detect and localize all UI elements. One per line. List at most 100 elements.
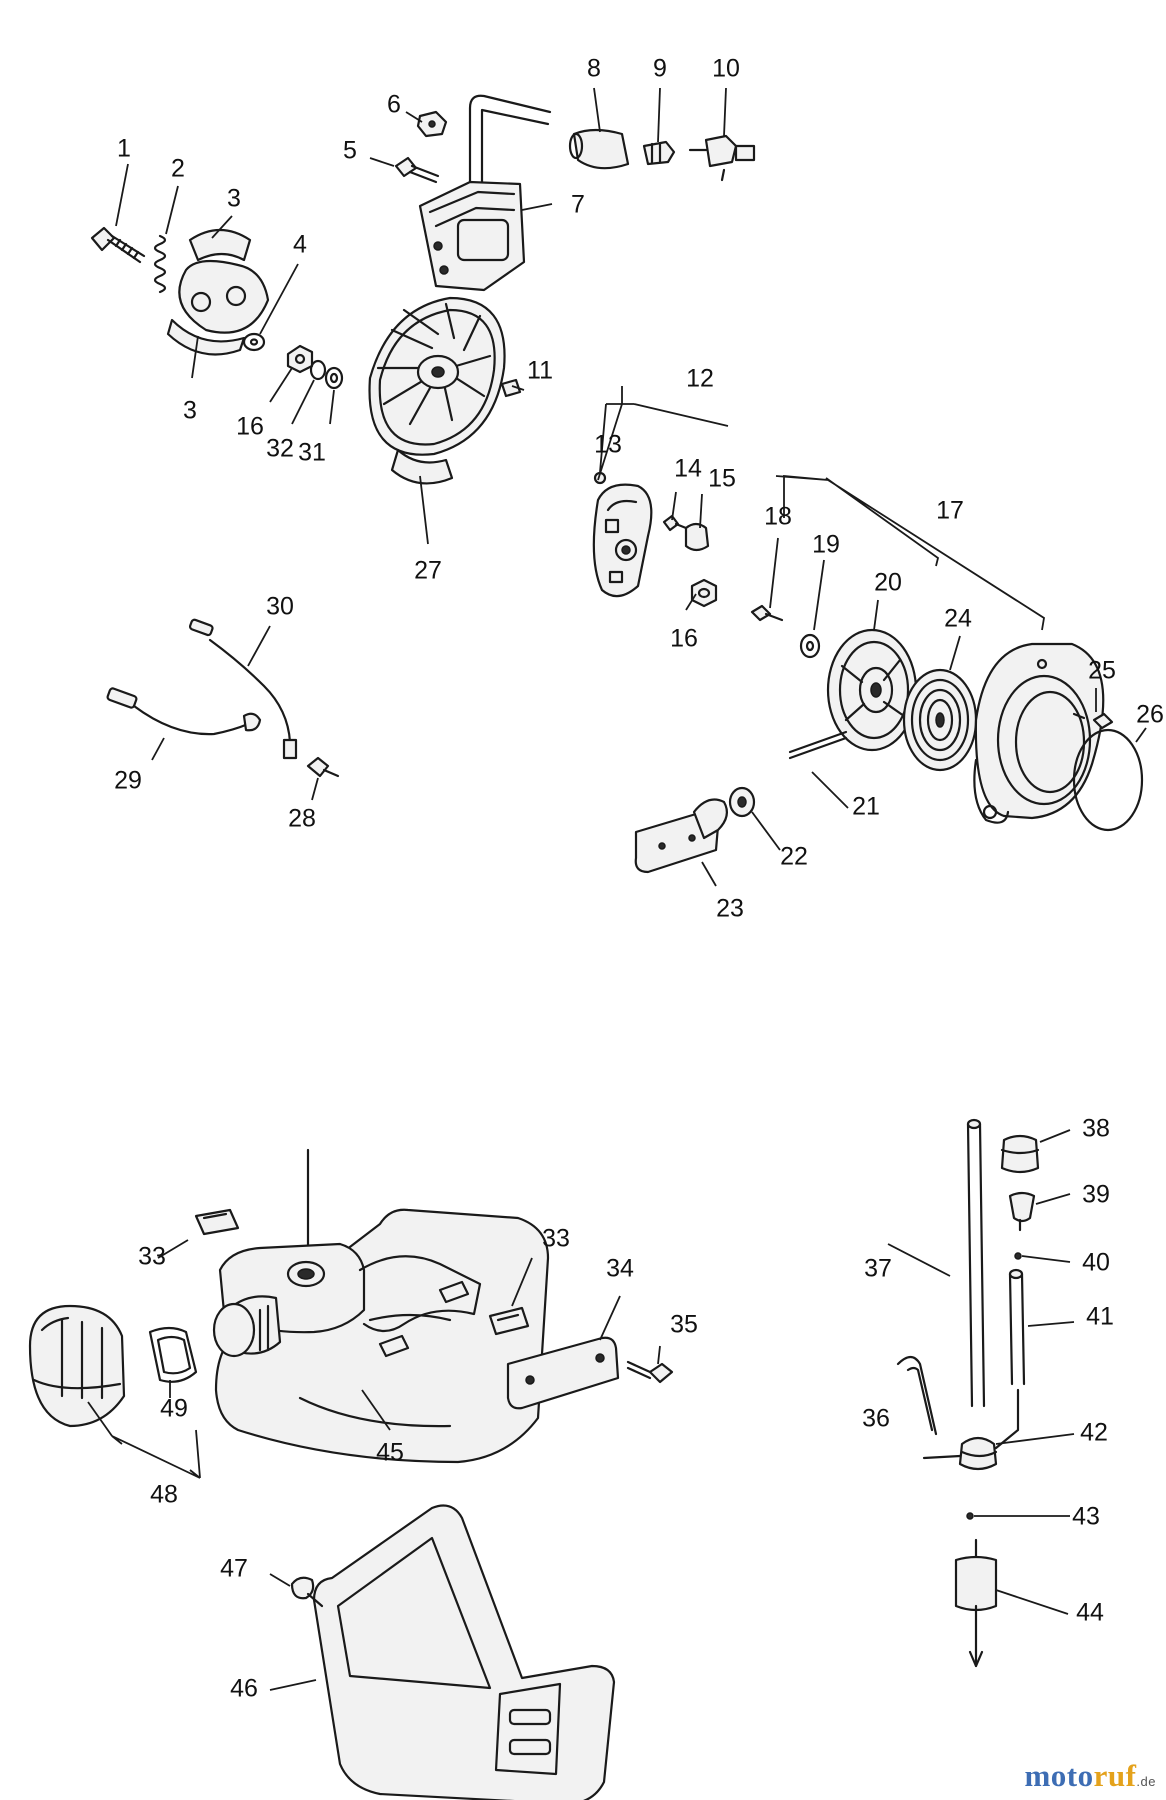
part-ignition-module [592,483,653,598]
part-clutch-shoes [166,229,270,356]
callout-6: 6 [387,91,401,119]
part-lock-washer [309,359,327,381]
callout-28: 28 [288,805,316,833]
callout-33-left: 33 [138,1243,166,1271]
part-grommet-33b [488,1306,530,1336]
part-clutch-spring [153,234,167,294]
part-spark-plug-10 [688,134,756,182]
callout-10: 10 [712,55,740,83]
callout-16-left: 16 [236,413,264,441]
part-nut-16b [690,578,718,608]
callout-17: 17 [936,497,964,525]
part-screw-25 [1072,712,1114,730]
callout-49: 49 [160,1395,188,1423]
part-fuel-line-36 [896,1355,938,1436]
callout-19: 19 [812,531,840,559]
part-primer-cap-38 [1000,1134,1040,1174]
callout-31: 31 [298,439,326,467]
callout-27: 27 [414,557,442,585]
callout-44: 44 [1076,1599,1104,1627]
callout-23: 23 [716,895,744,923]
callout-9: 9 [653,55,667,83]
part-washer-19 [799,633,821,659]
part-screw-47 [290,1576,324,1608]
part-grommet-33a [194,1208,240,1236]
callout-36: 36 [862,1405,890,1433]
part-flat-washer [324,366,344,390]
leader-lines [87,87,1147,1691]
part-flywheel-nut [286,344,314,374]
part-clip-43 [966,1512,974,1520]
part-nut-6 [416,110,448,138]
callout-2: 2 [171,155,185,183]
callout-37: 37 [864,1255,892,1283]
part-grommet-42 [922,1388,1020,1471]
part-starter-housing [973,642,1105,824]
part-cap-gasket-49 [148,1326,198,1383]
part-flywheel [368,296,506,485]
part-bracket-34 [506,1336,620,1410]
callout-38: 38 [1082,1115,1110,1143]
callout-8: 8 [587,55,601,83]
part-screw-14 [662,514,688,532]
part-clutch-bolt [90,226,146,264]
part-wire-30 [188,618,298,760]
callout-14: 14 [674,455,702,483]
callout-40: 40 [1082,1249,1110,1277]
part-fuel-tank [212,1148,550,1464]
callout-29: 29 [114,767,142,795]
callout-22: 22 [780,843,808,871]
part-clip-40 [1014,1252,1022,1260]
part-wire-29 [106,687,262,736]
part-cap-15 [684,522,710,552]
part-starter-rope [788,730,848,760]
part-primer-bulb-39 [1008,1191,1036,1232]
part-screw-18 [750,604,784,622]
callout-18: 18 [764,503,792,531]
logo-text-ruf: ruf [1093,1758,1137,1793]
callout-7: 7 [571,191,585,219]
callout-46: 46 [230,1675,258,1703]
callout-34: 34 [606,1255,634,1283]
callout-12: 12 [686,365,714,393]
part-screw-28 [306,756,340,778]
part-air-cleaner-housing [418,94,552,292]
logo-text-tld: .de [1136,1774,1156,1789]
part-intake-boot-8 [568,128,630,170]
callout-24: 24 [944,605,972,633]
callout-30: 30 [266,593,294,621]
callout-20: 20 [874,569,902,597]
part-starter-pulley [826,628,918,752]
callout-21: 21 [852,793,880,821]
callout-25: 25 [1088,657,1116,685]
part-recoil-spring [902,668,978,772]
callout-41: 41 [1086,1303,1114,1331]
callout-4: 4 [293,231,307,259]
callout-3-top: 3 [227,185,241,213]
part-fuel-cap [28,1304,126,1428]
callout-35: 35 [670,1311,698,1339]
part-fuel-line-37 [966,1118,986,1408]
callout-45: 45 [376,1439,404,1467]
motoruf-logo: motoruf.de [1024,1758,1156,1794]
callout-labels: 1 2 3 3 4 5 6 7 8 9 10 11 12 13 14 15 16… [114,55,1164,1703]
logo-text-moto: moto [1024,1758,1094,1793]
part-screw-35 [626,1360,674,1384]
part-grommet-22 [728,786,756,818]
callout-33-right: 33 [542,1225,570,1253]
part-starter-handle [634,798,729,874]
part-gasket-26 [1072,728,1144,832]
part-screw-5 [394,156,440,184]
part-fuel-filter-44 [954,1538,998,1668]
callout-1: 1 [117,135,131,163]
callout-15: 15 [708,465,736,493]
part-clutch-washer [242,332,266,352]
part-clip-9 [642,140,676,166]
callout-43: 43 [1072,1503,1100,1531]
part-return-line-41 [1008,1268,1026,1386]
callout-11: 11 [527,357,553,385]
callout-47: 47 [220,1555,248,1583]
callout-42: 42 [1080,1419,1108,1447]
callout-32: 32 [266,435,294,463]
